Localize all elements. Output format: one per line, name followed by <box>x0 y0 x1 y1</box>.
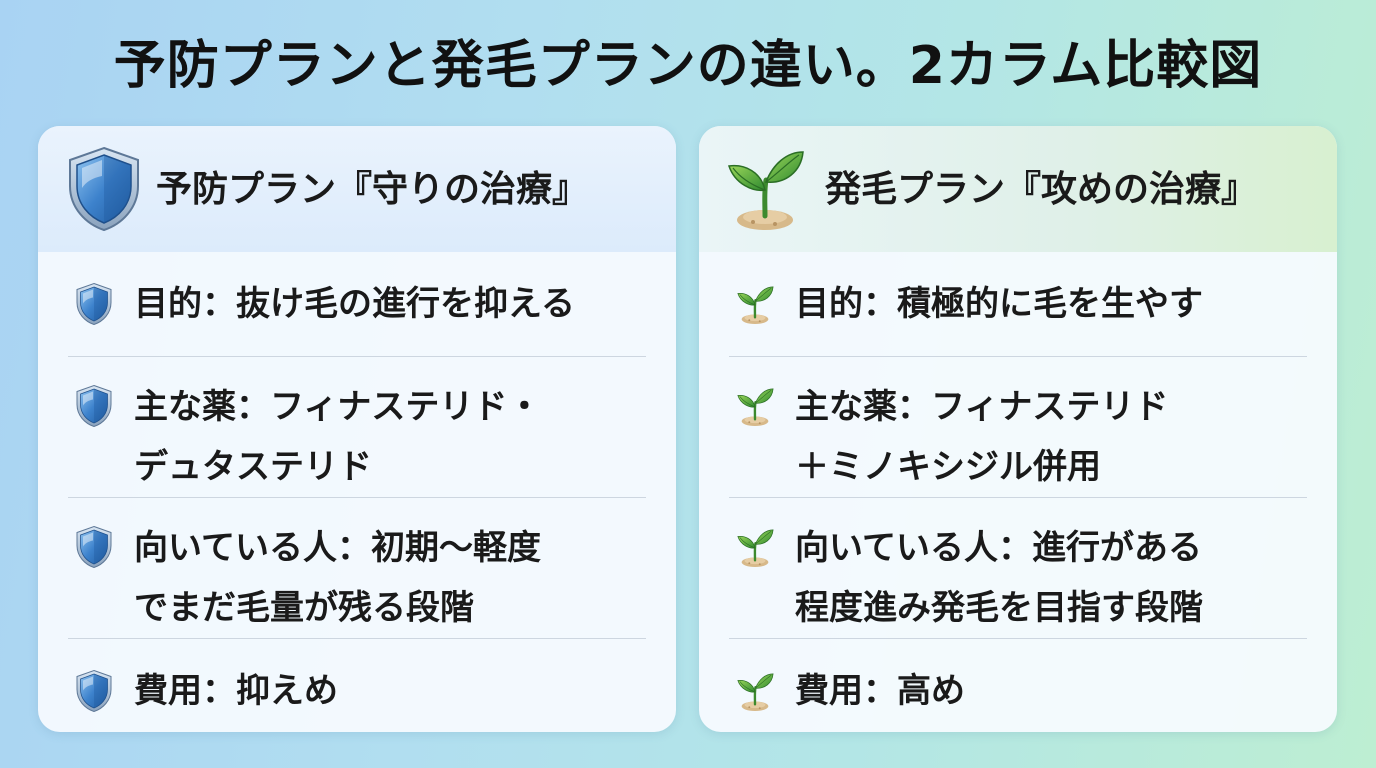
sprout-icon <box>723 144 807 232</box>
item-text: 費用：高め <box>795 671 965 711</box>
sprout-icon <box>735 525 775 569</box>
item-list: 目的：抜け毛の進行を抑える 主な薬：フィナステリド・ デュタステリド 向いている… <box>68 252 646 732</box>
item-text: 費用：抑えめ <box>134 671 338 711</box>
list-item: 費用：高め <box>729 639 1307 732</box>
item-text: 主な薬：フィナステリド・ デュタステリド <box>134 387 542 487</box>
sprout-icon <box>735 384 775 428</box>
shield-icon <box>74 282 114 326</box>
list-item: 主な薬：フィナステリド ＋ミノキシジル併用 <box>729 357 1307 498</box>
shield-icon <box>74 384 114 428</box>
item-text: 目的：抜け毛の進行を抑える <box>134 284 575 324</box>
shield-icon <box>64 146 144 232</box>
list-item: 目的：積極的に毛を生やす <box>729 252 1307 357</box>
item-list: 目的：積極的に毛を生やす 主な薬：フィナステリド ＋ミノキシジル併用 向いている… <box>729 252 1307 732</box>
column-title: 予防プラン『守りの治療』 <box>156 169 589 210</box>
shield-icon <box>74 525 114 569</box>
item-text: 向いている人：初期〜軽度 でまだ毛量が残る段階 <box>134 528 541 628</box>
shield-icon <box>74 669 114 713</box>
prevention-plan-column: 予防プラン『守りの治療』 目的：抜け毛の進行を抑える 主な薬：フィナステリド・ … <box>38 126 676 732</box>
sprout-icon <box>735 282 775 326</box>
item-text: 目的：積極的に毛を生やす <box>795 284 1203 324</box>
list-item: 向いている人：初期〜軽度 でまだ毛量が残る段階 <box>68 498 646 639</box>
hair-growth-plan-column: 発毛プラン『攻めの治療』 目的：積極的に毛を生やす 主な薬：フィナステリド ＋ミ… <box>699 126 1337 732</box>
sprout-icon <box>735 669 775 713</box>
list-item: 目的：抜け毛の進行を抑える <box>68 252 646 357</box>
list-item: 費用：抑えめ <box>68 639 646 732</box>
column-title: 発毛プラン『攻めの治療』 <box>825 169 1258 210</box>
page-title: 予防プランと発毛プランの違い。2カラム比較図 <box>113 36 1263 96</box>
item-text: 向いている人：進行がある 程度進み発毛を目指す段階 <box>795 528 1203 628</box>
list-item: 向いている人：進行がある 程度進み発毛を目指す段階 <box>729 498 1307 639</box>
column-header: 発毛プラン『攻めの治療』 <box>699 126 1337 252</box>
column-header: 予防プラン『守りの治療』 <box>38 126 676 252</box>
item-text: 主な薬：フィナステリド ＋ミノキシジル併用 <box>795 387 1169 487</box>
list-item: 主な薬：フィナステリド・ デュタステリド <box>68 357 646 498</box>
